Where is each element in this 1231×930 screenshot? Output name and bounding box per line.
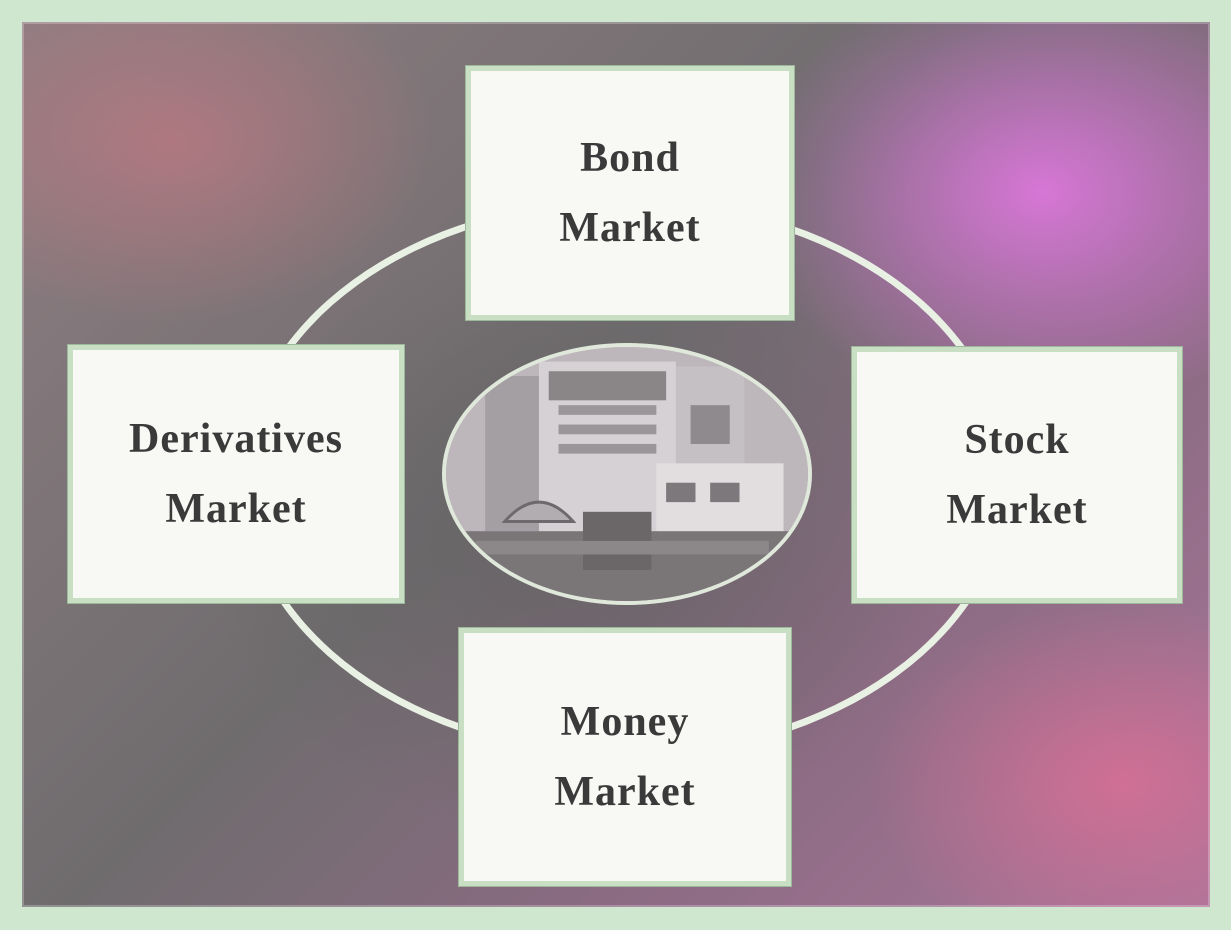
bond-market-box: Bond Market xyxy=(465,65,795,321)
derivatives-market-label-line-1: Derivatives xyxy=(129,416,343,462)
stock-market-box: Stock Market xyxy=(851,346,1183,604)
money-market-box: Money Market xyxy=(458,627,792,887)
derivatives-market-box: Derivatives Market xyxy=(67,344,405,604)
building-illustration xyxy=(446,347,808,601)
money-market-label-line-1: Money xyxy=(560,699,690,745)
stock-market-label-line-1: Stock xyxy=(964,417,1070,463)
money-market-label-line-2: Market xyxy=(554,769,696,815)
bond-market-label-line-1: Bond xyxy=(580,135,680,181)
stock-exchange-building-image xyxy=(442,343,812,605)
derivatives-market-label-line-2: Market xyxy=(165,486,307,532)
bond-market-label-line-2: Market xyxy=(559,205,701,251)
stock-market-label-line-2: Market xyxy=(946,487,1088,533)
